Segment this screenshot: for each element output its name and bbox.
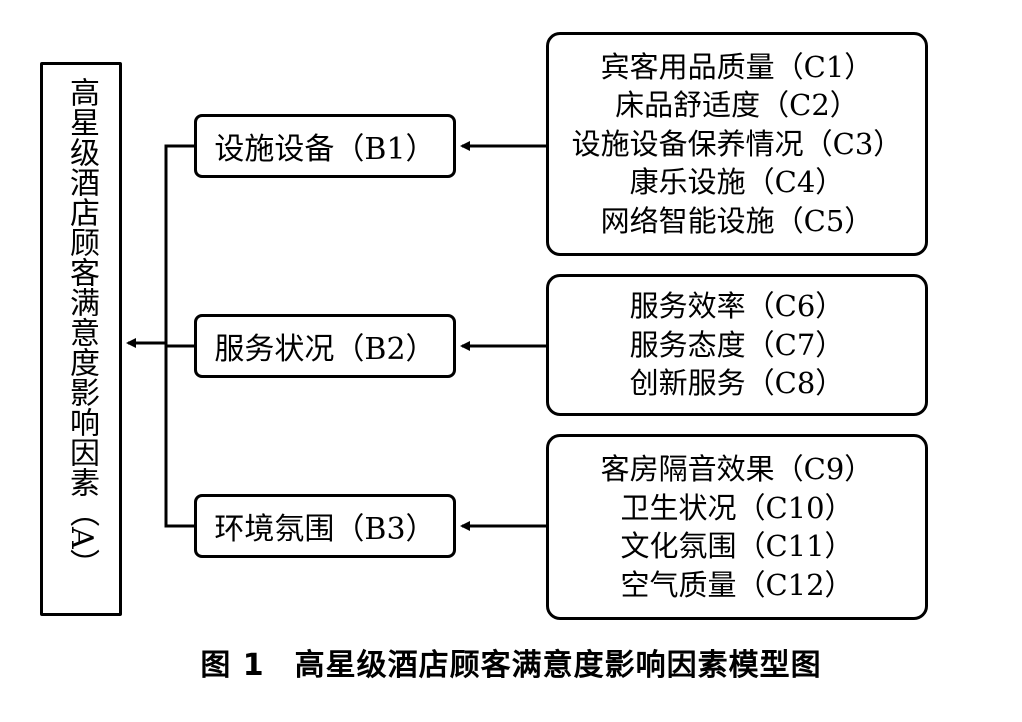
c-item-c8: 创新服务（C8）	[629, 366, 845, 401]
b2-label: 服务状况（B2）	[214, 332, 436, 367]
root-box-a: 高星级酒店顾客满意度影响因素（A）	[40, 62, 122, 616]
b1-box: 设施设备（B1）	[194, 114, 456, 178]
c-item-c5: 网络智能设施（C5）	[600, 203, 874, 238]
c-group-1-box: 宾客用品质量（C1） 床品舒适度（C2） 设施设备保养情况（C3） 康乐设施（C…	[546, 32, 928, 256]
figure-title: 高星级酒店顾客满意度影响因素模型图	[294, 648, 822, 683]
c-item-c3: 设施设备保养情况（C3）	[571, 126, 903, 161]
figure-caption: 图 1 高星级酒店顾客满意度影响因素模型图	[0, 640, 1022, 684]
c-item-c11: 文化氛围（C11）	[620, 529, 854, 563]
c-item-c4: 康乐设施（C4）	[629, 165, 845, 200]
c-item-c12: 空气质量（C12）	[620, 567, 854, 602]
figure-number: 图 1	[200, 648, 265, 683]
c-item-c7: 服务态度（C7）	[629, 327, 845, 362]
b3-box: 环境氛围（B3）	[194, 494, 456, 558]
c-group-2-box: 服务效率（C6） 服务态度（C7） 创新服务（C8）	[546, 274, 928, 416]
c-item-c10: 卫生状况（C10）	[620, 490, 854, 525]
bracket-b-group	[164, 144, 194, 528]
c-item-c6: 服务效率（C6）	[629, 289, 845, 324]
c-item-c9: 客房隔音效果（C9）	[600, 452, 874, 486]
b3-label: 环境氛围（B3）	[214, 512, 436, 547]
c-item-c2: 床品舒适度（C2）	[615, 88, 859, 123]
b1-label: 设施设备（B1）	[214, 132, 436, 167]
c-item-c1: 宾客用品质量（C1）	[600, 49, 874, 84]
c-group-3-box: 客房隔音效果（C9） 卫生状况（C10） 文化氛围（C11） 空气质量（C12）	[546, 434, 928, 620]
root-label: 高星级酒店顾客满意度影响因素（A）	[64, 77, 99, 579]
b2-box: 服务状况（B2）	[194, 314, 456, 378]
